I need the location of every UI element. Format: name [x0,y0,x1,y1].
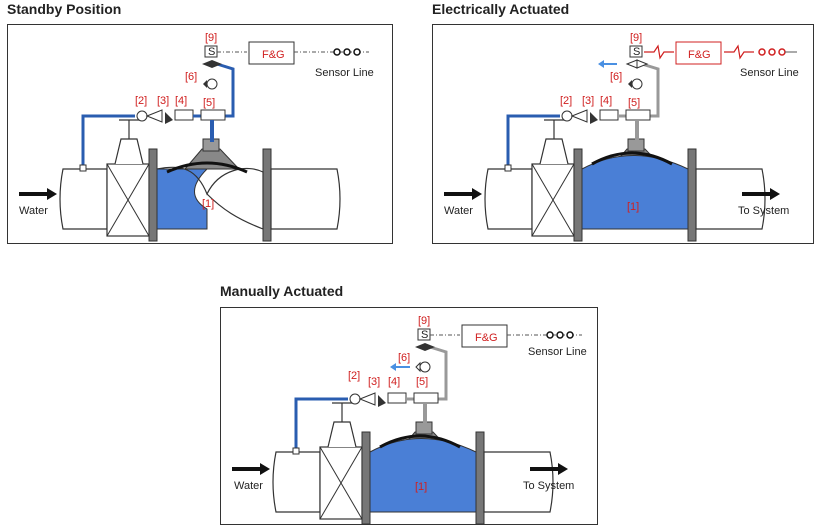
callout-9: [9] [418,315,430,327]
outlet-label: To System [738,205,789,217]
inlet-arrow-icon [232,463,270,475]
solenoid-label: S [421,329,428,341]
outlet-arrow-icon [530,463,568,475]
callout-2: [2] [560,95,572,107]
outlet-arrow-icon [742,188,780,200]
callout-2: [2] [135,95,147,107]
callout-5: [5] [203,97,215,109]
inlet-arrow-icon [444,188,482,200]
callout-3: [3] [582,95,594,107]
inlet-label: Water [234,480,263,492]
panel-title-standby: Standby Position [7,1,122,17]
manual-diagram: S F&G Sensor Line [9] [6] [2] [3] [4] [5… [232,315,587,525]
callout-1: [1] [415,481,427,493]
sensor-line-label: Sensor Line [315,67,374,79]
callout-9: [9] [205,32,217,44]
panel-title-electric: Electrically Actuated [432,1,570,17]
sensor-line-label: Sensor Line [740,67,799,79]
fg-label: F&G [688,49,711,61]
callout-6: [6] [398,352,410,364]
callout-3: [3] [368,376,380,388]
callout-6: [6] [610,71,622,83]
electric-diagram: S F&G Sensor Line [9] [6] [2] [3] [4] [5… [444,32,799,242]
callout-1: [1] [627,201,639,213]
fg-panel-box [248,41,295,65]
fg-label: F&G [475,332,498,344]
panel-title-manual: Manually Actuated [220,283,344,299]
inlet-label: Water [444,205,473,217]
callout-1: [1] [202,198,214,210]
inlet-label: Water [19,205,48,217]
callout-3: [3] [157,95,169,107]
solenoid-label: S [633,46,640,58]
callout-2: [2] [348,370,360,382]
fg-panel-box [461,324,508,348]
callout-4: [4] [388,376,400,388]
callout-6: [6] [185,71,197,83]
callout-5: [5] [628,97,640,109]
callout-9: [9] [630,32,642,44]
fg-label: F&G [262,49,285,61]
sensor-line-label: Sensor Line [528,346,587,358]
callout-4: [4] [175,95,187,107]
standby-diagram: S F&G Sensor Line [9] [6] [2] [3] [4] [5… [19,32,374,242]
callout-5: [5] [416,376,428,388]
fg-panel-box [675,41,722,65]
solenoid-label: S [208,46,215,58]
outlet-label: To System [523,480,574,492]
inlet-arrow-icon [19,188,57,200]
callout-4: [4] [600,95,612,107]
trim-components [136,109,227,142]
